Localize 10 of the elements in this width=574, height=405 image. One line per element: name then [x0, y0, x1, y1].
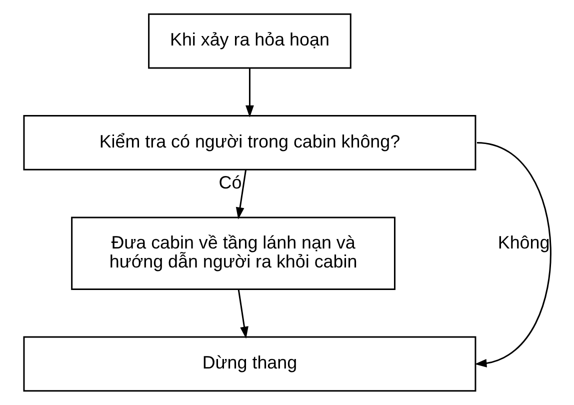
node-box: Đưa cabin về tầng lánh nạn và hướng dẫn người ra khỏi cabin	[70, 216, 395, 290]
arrow	[237, 289, 248, 339]
arrow	[235, 170, 246, 220]
node-box: Kiểm tra có người trong cabin không?	[22, 115, 476, 170]
arrow	[245, 68, 254, 118]
node-box: Dừng thang	[22, 336, 476, 392]
edge-label: Không	[497, 232, 550, 252]
edge-label: Có	[218, 172, 242, 192]
node-box: Khi xảy ra hỏa hoạn	[148, 13, 351, 69]
arrow	[474, 142, 551, 368]
